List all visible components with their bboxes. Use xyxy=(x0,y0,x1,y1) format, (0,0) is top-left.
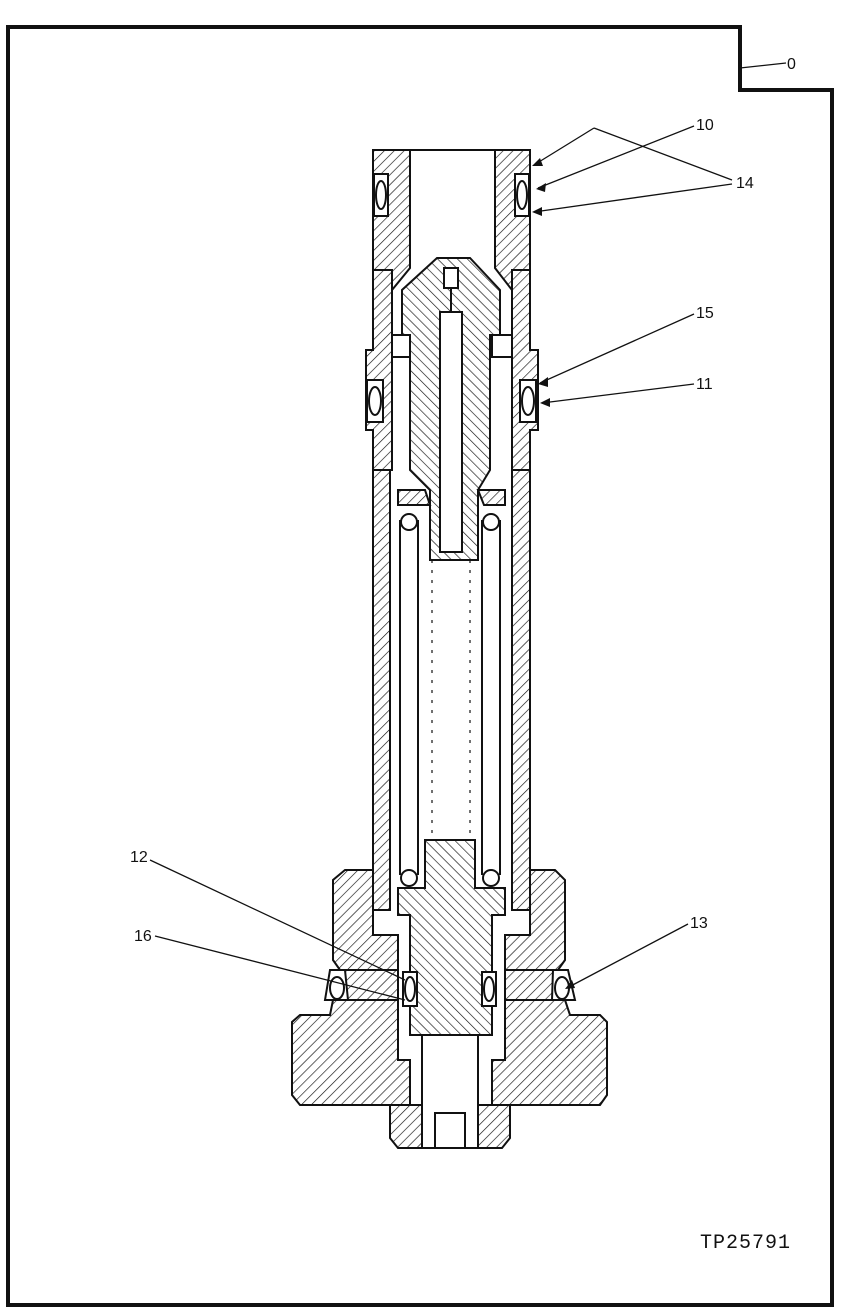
middle-o-rings xyxy=(366,379,537,423)
callout-label-13: 13 xyxy=(690,915,708,932)
callout-label-15: 15 xyxy=(696,305,714,322)
lower-housing xyxy=(291,869,608,1149)
leader-lines xyxy=(149,62,787,1001)
lower-plunger xyxy=(397,839,506,1036)
callout-label-0: 0 xyxy=(787,56,796,73)
spring xyxy=(399,513,501,887)
callout-label-11: 11 xyxy=(696,376,713,393)
arrowheads xyxy=(532,158,575,989)
callout-label-12: 12 xyxy=(130,849,148,866)
callout-label-10: 10 xyxy=(696,117,714,134)
poppet xyxy=(391,257,513,561)
upper-o-rings xyxy=(373,173,530,217)
lower-seals xyxy=(323,969,577,1007)
callout-label-14: 14 xyxy=(736,175,754,192)
callout-label-16: 16 xyxy=(134,928,152,945)
frame-border xyxy=(6,25,834,1307)
tube xyxy=(372,469,531,911)
figure-id: TP25791 xyxy=(700,1232,791,1255)
